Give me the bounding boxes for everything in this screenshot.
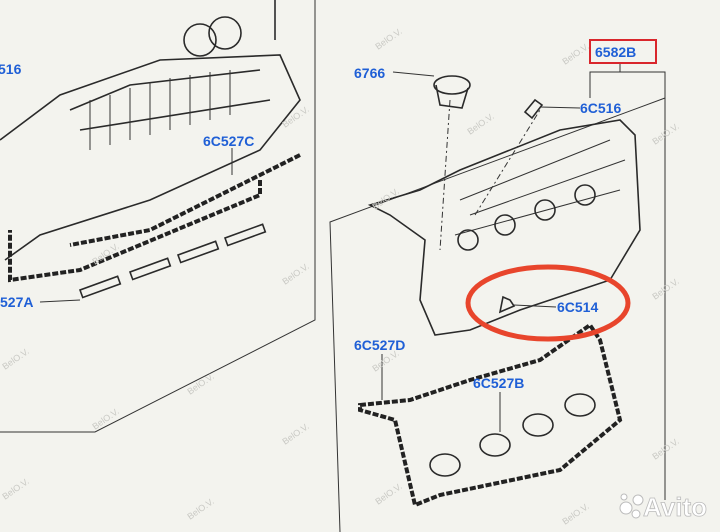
watermarks: BelO.V. BelO.V. BelO.V. BelO.V. BelO.V. … xyxy=(0,26,680,527)
watermark: BelO.V. xyxy=(373,26,403,52)
right-panel-border xyxy=(329,97,666,532)
label-6c514: 6C514 xyxy=(557,299,598,315)
watermark: BelO.V. xyxy=(90,406,120,432)
highlight-box-6582b xyxy=(589,39,657,64)
label-6c527c: 6C527C xyxy=(203,133,254,149)
avito-logo-text: Avito xyxy=(643,492,707,522)
watermark: BelO.V. xyxy=(280,421,310,447)
watermark: BelO.V. xyxy=(650,121,680,147)
watermark: BelO.V. xyxy=(280,261,310,287)
watermark: BelO.V. xyxy=(280,104,310,130)
gasket-6c527d xyxy=(358,322,623,508)
valve-cover-drawing xyxy=(367,99,641,336)
gasket-6c527c xyxy=(8,153,301,283)
seal-pieces-527a xyxy=(78,223,267,299)
highlight-circle xyxy=(465,264,631,342)
watermark: BelO.V. xyxy=(560,41,590,67)
avito-logo: Avito xyxy=(619,492,707,522)
label-516: 516 xyxy=(0,61,22,77)
watermark: BelO.V. xyxy=(185,496,215,522)
watermark: BelO.V. xyxy=(650,436,680,462)
part-6c516-drawing xyxy=(523,98,544,120)
seals-6c527b xyxy=(429,393,596,477)
label-6582b: 6582B xyxy=(595,44,636,60)
label-6c527b: 6C527B xyxy=(473,375,524,391)
watermark: BelO.V. xyxy=(373,481,403,507)
watermark: BelO.V. xyxy=(465,111,495,137)
watermark: BelO.V. xyxy=(0,476,30,502)
part-6c514-drawing xyxy=(498,295,516,314)
left-panel-border xyxy=(0,0,316,433)
label-527a: 527A xyxy=(0,294,33,310)
watermark: BelO.V. xyxy=(0,346,30,372)
label-6766: 6766 xyxy=(354,65,385,81)
oil-filler-cap-6766 xyxy=(433,75,471,109)
watermark: BelO.V. xyxy=(370,186,400,212)
label-6c527d: 6C527D xyxy=(354,337,405,353)
watermark: BelO.V. xyxy=(560,501,590,527)
intake-manifold-drawing xyxy=(0,0,301,261)
watermark: BelO.V. xyxy=(650,276,680,302)
label-6c516: 6C516 xyxy=(580,100,621,116)
